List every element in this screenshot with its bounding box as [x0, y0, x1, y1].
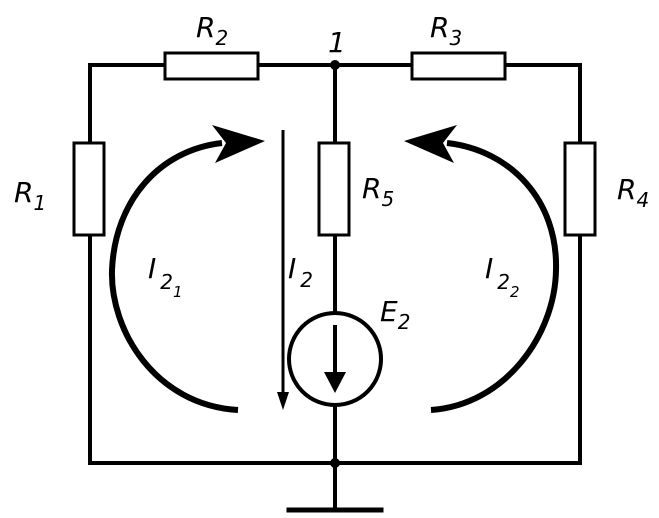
loop-current-left-arrow — [108, 125, 265, 413]
label-r1: R1 — [14, 176, 46, 215]
label-r5: R5 — [362, 172, 394, 211]
node-top — [330, 60, 340, 70]
node-label: 1 — [328, 26, 346, 59]
loop-current-right-arrow — [404, 125, 560, 413]
resistor-r3 — [410, 51, 507, 81]
resistor-r4 — [563, 141, 597, 237]
node-bottom — [330, 458, 340, 468]
label-r3: R3 — [430, 11, 462, 50]
label-r4: R4 — [617, 173, 649, 212]
wires — [88, 63, 582, 513]
label-r2: R2 — [196, 11, 228, 50]
branch-current-arrow — [277, 130, 289, 410]
resistor-r2 — [163, 51, 260, 81]
resistor-r5 — [317, 141, 351, 237]
voltage-source-e2 — [287, 311, 383, 407]
resistor-r1 — [72, 141, 106, 237]
label-e2: E2 — [380, 295, 410, 334]
